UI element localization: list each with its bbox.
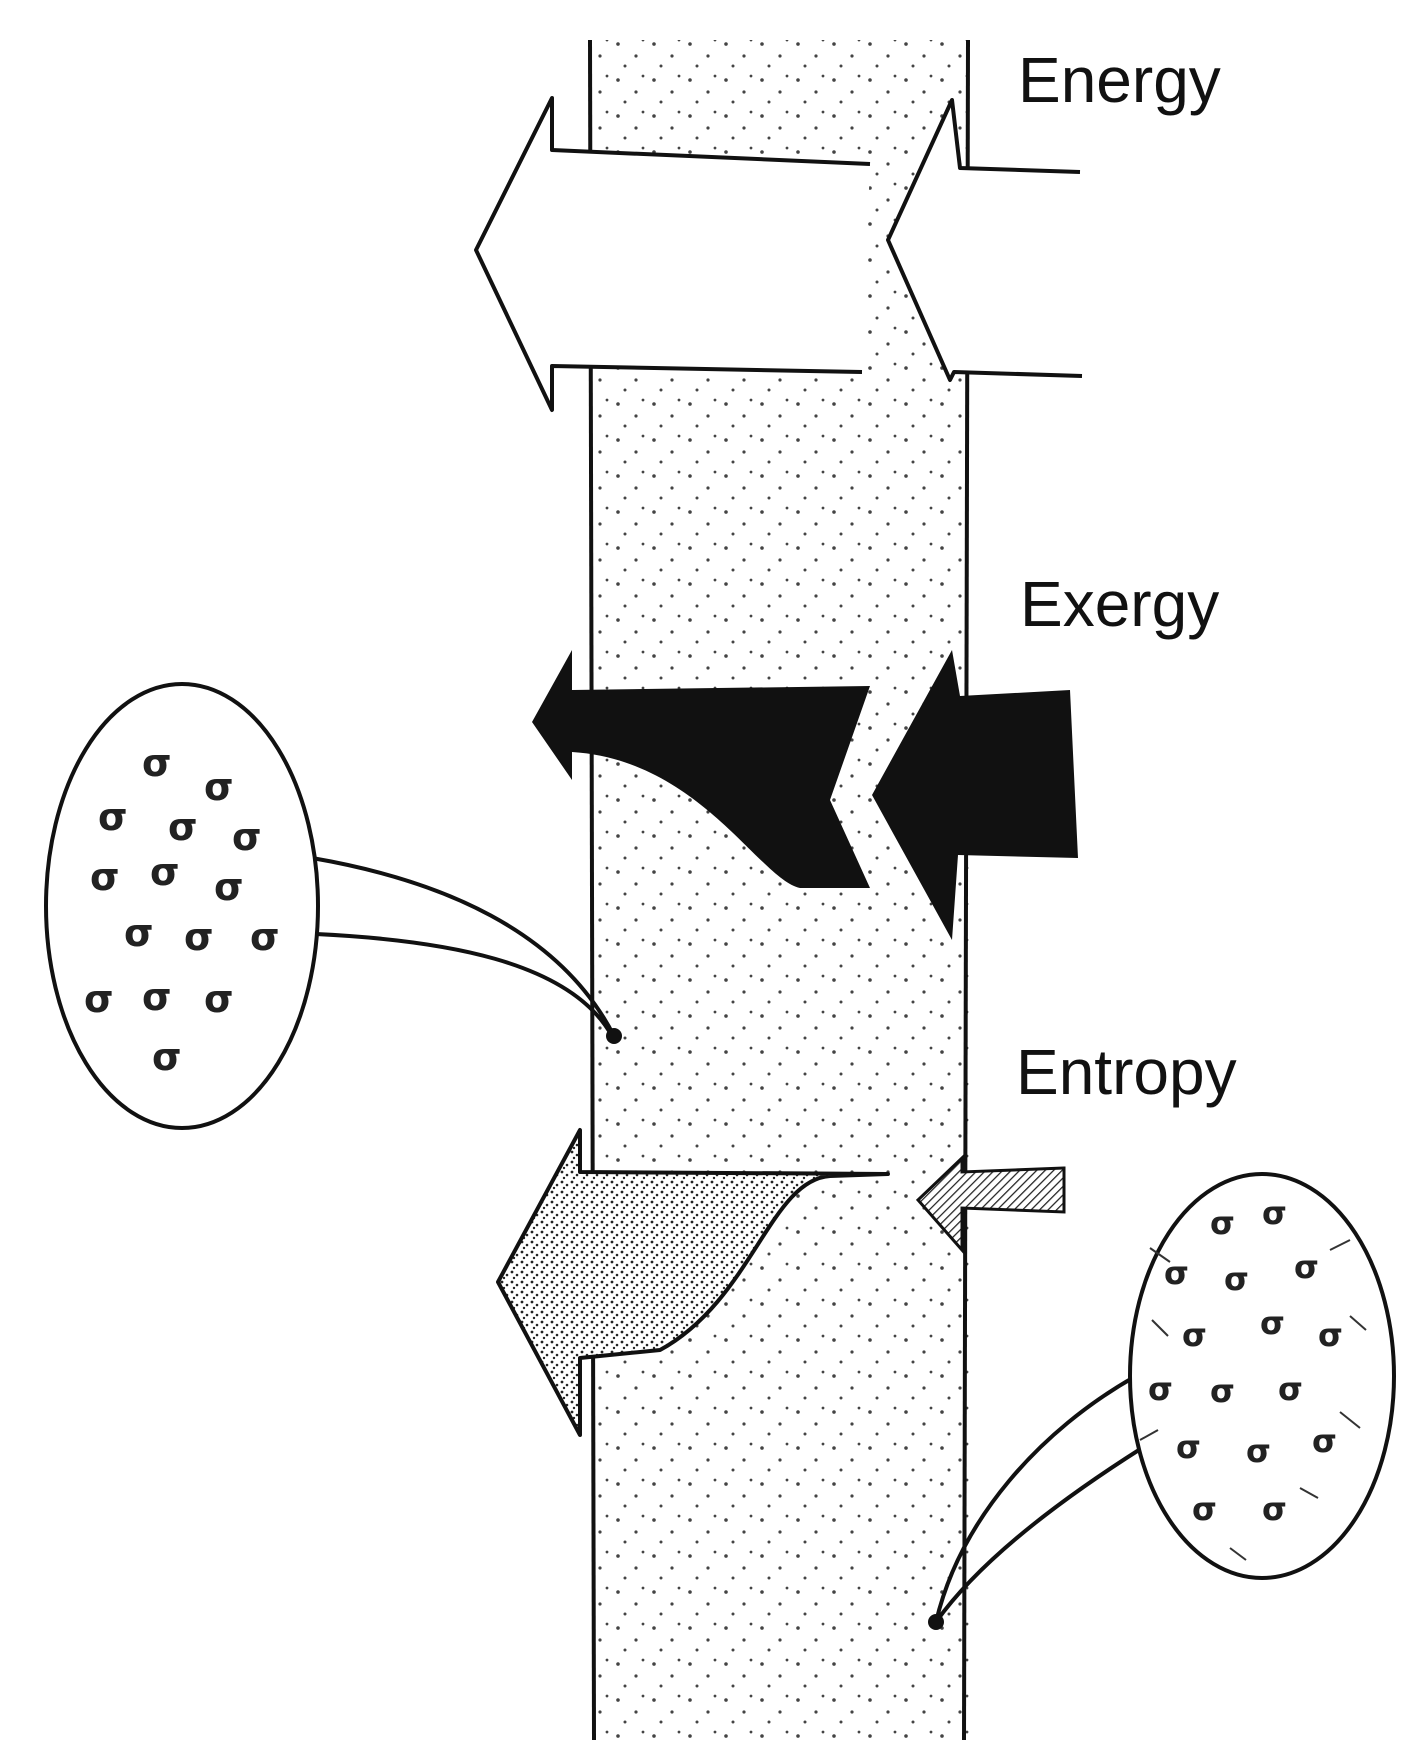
svg-text:σ: σ bbox=[142, 741, 172, 785]
svg-text:σ: σ bbox=[1312, 1422, 1337, 1460]
svg-text:σ: σ bbox=[1224, 1260, 1249, 1298]
svg-text:σ: σ bbox=[1294, 1248, 1319, 1286]
entropy-arrow-right bbox=[915, 1154, 1066, 1254]
svg-text:σ: σ bbox=[232, 815, 262, 859]
exergy-arrows bbox=[532, 650, 1078, 940]
svg-text:σ: σ bbox=[1148, 1370, 1173, 1408]
left-pointer-dot bbox=[606, 1028, 622, 1044]
svg-text:σ: σ bbox=[1176, 1428, 1201, 1466]
svg-text:σ: σ bbox=[184, 915, 214, 959]
svg-text:σ: σ bbox=[150, 850, 180, 894]
svg-text:σ: σ bbox=[90, 855, 120, 899]
right-pointer-dot bbox=[928, 1614, 944, 1630]
right-pointer bbox=[934, 1374, 1144, 1624]
svg-text:σ: σ bbox=[152, 1035, 182, 1079]
svg-text:σ: σ bbox=[98, 795, 128, 839]
left-magnifier-bubble bbox=[44, 682, 320, 1130]
svg-text:σ: σ bbox=[1210, 1372, 1235, 1410]
energy-arrow-left bbox=[474, 96, 871, 412]
right-disorder-marks bbox=[1139, 1239, 1367, 1561]
energy-arrows bbox=[474, 96, 1083, 412]
svg-text:σ: σ bbox=[214, 865, 244, 909]
svg-text:σ: σ bbox=[124, 911, 154, 955]
svg-text:σ: σ bbox=[1246, 1432, 1271, 1470]
energy-arrow-right bbox=[886, 98, 1083, 382]
svg-text:σ: σ bbox=[1318, 1316, 1343, 1354]
entropy-arrows bbox=[496, 1128, 1066, 1437]
exergy-label: Exergy bbox=[1020, 568, 1219, 640]
svg-text:σ: σ bbox=[1210, 1204, 1235, 1242]
right-magnifier-bubble bbox=[1128, 1172, 1396, 1580]
svg-text:σ: σ bbox=[204, 765, 234, 809]
entropy-arrow-left bbox=[496, 1128, 890, 1437]
svg-text:σ: σ bbox=[1278, 1370, 1303, 1408]
exergy-arrow-left bbox=[532, 650, 870, 888]
svg-text:σ: σ bbox=[204, 977, 234, 1021]
exergy-arrow-right bbox=[872, 650, 1078, 940]
svg-text:σ: σ bbox=[250, 915, 280, 959]
energy-label: Energy bbox=[1018, 44, 1221, 116]
svg-text:σ: σ bbox=[1260, 1304, 1285, 1342]
svg-text:σ: σ bbox=[84, 977, 114, 1021]
svg-text:σ: σ bbox=[168, 805, 198, 849]
svg-text:σ: σ bbox=[1262, 1194, 1287, 1232]
svg-text:σ: σ bbox=[1192, 1490, 1217, 1528]
entropy-label: Entropy bbox=[1016, 1036, 1237, 1108]
svg-text:σ: σ bbox=[142, 975, 172, 1019]
left-pointer bbox=[311, 856, 616, 1037]
svg-text:σ: σ bbox=[1182, 1316, 1207, 1354]
svg-text:σ: σ bbox=[1262, 1490, 1287, 1528]
